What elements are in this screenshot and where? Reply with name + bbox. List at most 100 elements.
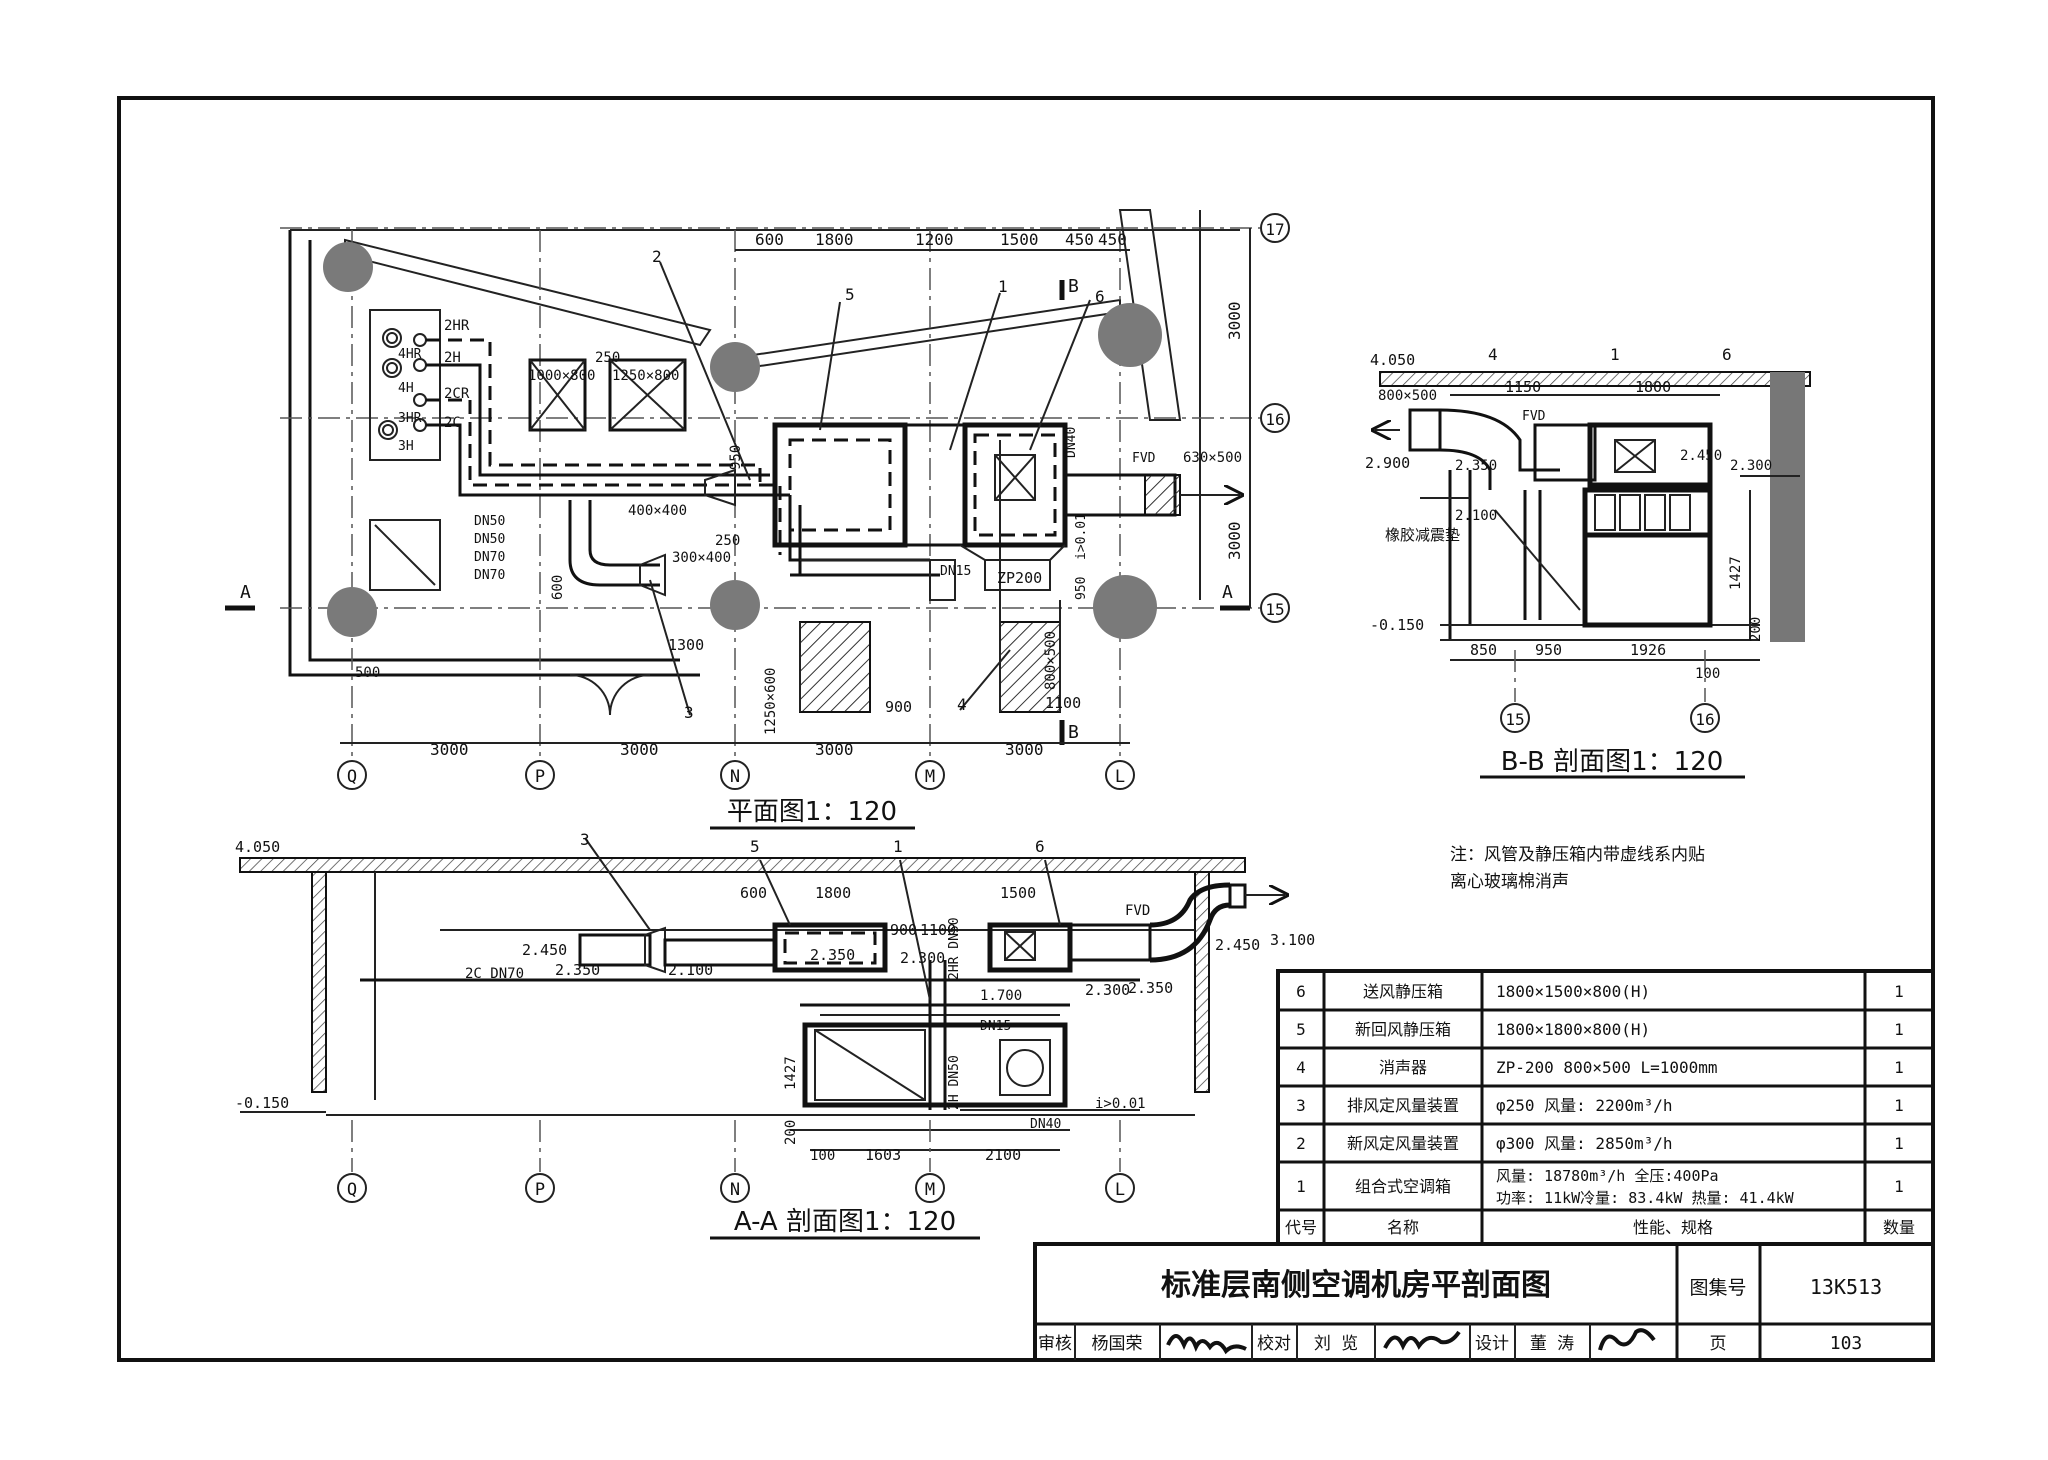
plan-callout-5: 5 <box>845 285 855 304</box>
title-block: 标准层南侧空调机房平剖面图 图集号 13K513 审核 杨国荣 校对 刘 览 设… <box>1038 1268 1882 1354</box>
aa-title: A-A 剖面图1：120 <box>734 1207 956 1237</box>
signature-1 <box>1166 1334 1247 1355</box>
aa-elev-top: 4.050 <box>235 838 280 856</box>
bb-fvd: FVD <box>1522 409 1546 424</box>
plan-title: 平面图1：120 <box>727 797 897 827</box>
aa-dn15: DN15 <box>980 1019 1011 1034</box>
plan-axis-17: 17 <box>1265 220 1284 239</box>
eq-row6-code: 6 <box>1296 982 1306 1001</box>
bb-title: B-B 剖面图1：120 <box>1501 747 1724 777</box>
aa-elev-3100: 3.100 <box>1270 931 1315 949</box>
pipe-3hr: 3HR <box>398 411 422 426</box>
eq-row1-spec-1: 风量: 18780m³/h 全压:400Pa <box>1496 1167 1719 1185</box>
aa-dim-1603: 1603 <box>865 1146 901 1164</box>
pipe-2h: 2H <box>444 350 461 366</box>
eq-row4-name: 消声器 <box>1379 1058 1427 1077</box>
plan-dim-500: 500 <box>355 665 380 681</box>
plan-dim-450a: 450 <box>1065 230 1094 249</box>
plan-dn15: DN15 <box>940 564 971 579</box>
bb-callout-6: 6 <box>1722 345 1732 364</box>
pipe-size-4: DN70 <box>474 568 505 583</box>
plan-dim-250b: 250 <box>715 533 740 549</box>
eq-row6-qty: 1 <box>1894 982 1904 1001</box>
check-label: 校对 <box>1257 1334 1291 1354</box>
equipment-table: 6 送风静压箱 1800×1500×800(H) 1 5 新回风静压箱 1800… <box>1285 982 1915 1237</box>
plan-dim-3000-4: 3000 <box>1005 740 1044 759</box>
bb-section <box>1375 371 1811 779</box>
bb-elev-2100: 2.100 <box>1455 508 1497 524</box>
plan-axis-q: Q <box>347 767 357 787</box>
aa-axis-p: P <box>535 1180 545 1200</box>
aa-elev-2450b: 2.450 <box>1215 936 1260 954</box>
eq-header-spec: 性能、规格 <box>1633 1218 1713 1237</box>
plan-dim-3000-r1: 3000 <box>1225 301 1244 340</box>
plan-dim-1300: 1300 <box>668 636 704 654</box>
aa-dim-600: 600 <box>740 884 767 902</box>
aa-dim-100: 100 <box>810 1148 835 1164</box>
eq-row2-spec: φ300 风量: 2850m³/h <box>1496 1134 1673 1153</box>
page-number: 103 <box>1830 1333 1863 1354</box>
plan-dim-3000-1: 3000 <box>430 740 469 759</box>
plan-section-a-left: A <box>240 582 251 603</box>
eq-row3-name: 排风定风量装置 <box>1347 1096 1459 1115</box>
aa-dim-2100: 2100 <box>985 1146 1021 1164</box>
eq-row1-spec-2: 功率: 11kW冷量: 83.4kW 热量: 41.4kW <box>1496 1189 1795 1207</box>
aa-elev-m0150: -0.150 <box>235 1094 289 1112</box>
bb-dim-100: 100 <box>1695 666 1720 682</box>
sheet-border <box>117 96 1935 1362</box>
plan-axis-p: P <box>535 767 545 787</box>
bb-elev-2350: 2.350 <box>1455 458 1497 474</box>
pipe-4hr: 4HR <box>398 347 422 362</box>
pipe-2hr: 2HR <box>444 318 470 334</box>
drawing-title: 标准层南侧空调机房平剖面图 <box>1161 1268 1551 1303</box>
plan-callout-3: 3 <box>684 703 694 722</box>
bb-elev-top: 4.050 <box>1370 351 1415 369</box>
aa-elev-2450: 2.450 <box>522 941 567 959</box>
review-label: 审核 <box>1038 1334 1072 1354</box>
aa-elev-2300: 2.300 <box>900 949 945 967</box>
eq-row4-spec: ZP-200 800×500 L=1000mm <box>1496 1058 1718 1077</box>
plan-slope: i>0.01 <box>1074 513 1089 560</box>
aa-callout-1: 1 <box>893 837 903 856</box>
bb-callout-4: 4 <box>1488 345 1498 364</box>
page-label: 页 <box>1710 1334 1727 1354</box>
plan-section-b-top: B <box>1068 276 1079 297</box>
plan-dim-600: 600 <box>755 230 784 249</box>
bb-dim-950: 950 <box>1535 641 1562 659</box>
designer-name: 董 涛 <box>1530 1334 1574 1354</box>
eq-header-name: 名称 <box>1387 1218 1419 1237</box>
eq-row6-spec: 1800×1500×800(H) <box>1496 982 1650 1001</box>
eq-row1-name: 组合式空调箱 <box>1355 1177 1451 1196</box>
aa-section <box>239 837 1285 1240</box>
aa-h-dn50: 2H DN50 <box>947 1055 962 1110</box>
eq-row3-code: 3 <box>1296 1096 1306 1115</box>
plan-dim-3000-3: 3000 <box>815 740 854 759</box>
plan-dim-900: 900 <box>885 698 912 716</box>
plan-duct-1250x600: 1250×600 <box>763 668 779 735</box>
aa-fvd: FVD <box>1125 903 1150 919</box>
bb-duct-800: 800×500 <box>1378 388 1437 404</box>
bb-axis-16: 16 <box>1695 710 1714 729</box>
eq-row1-qty: 1 <box>1894 1177 1904 1196</box>
signature-3 <box>1598 1328 1656 1351</box>
aa-callout-6: 6 <box>1035 837 1045 856</box>
atlas-number: 13K513 <box>1810 1275 1882 1299</box>
eq-row2-code: 2 <box>1296 1134 1306 1153</box>
bb-dim-1150: 1150 <box>1505 378 1541 396</box>
aa-pipe-2c: 2C DN70 <box>465 966 524 982</box>
plan-dim-450b: 450 <box>1098 230 1127 249</box>
eq-row5-name: 新回风静压箱 <box>1355 1020 1451 1039</box>
reviewer-name: 杨国荣 <box>1092 1334 1143 1354</box>
pipe-2c: 2C <box>444 415 461 431</box>
plan-dim-600b: 600 <box>550 575 566 600</box>
aa-dim-1800: 1800 <box>815 884 851 902</box>
plan-callout-4: 4 <box>957 695 967 714</box>
bb-elev-m0150: -0.150 <box>1370 616 1424 634</box>
bb-callout-1: 1 <box>1610 345 1620 364</box>
plan-dim-950: 950 <box>728 445 744 470</box>
plan-axis-m: M <box>925 767 935 787</box>
aa-axis-n: N <box>730 1180 740 1200</box>
aa-dn40: DN40 <box>1030 1117 1061 1132</box>
